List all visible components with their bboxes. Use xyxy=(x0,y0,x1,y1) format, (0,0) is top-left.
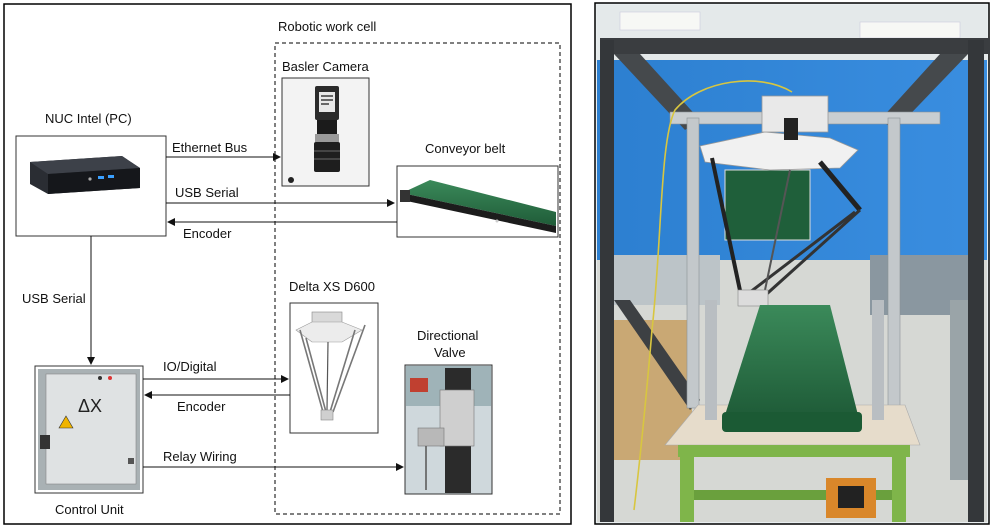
edge-usb-conveyor-label: USB Serial xyxy=(175,185,239,200)
diagram-panel: Robotic work cell NUC Intel (PC) Basler … xyxy=(4,4,571,524)
node-robot-label: Delta XS D600 xyxy=(289,279,375,294)
node-pc-label: NUC Intel (PC) xyxy=(45,111,132,126)
node-camera: Basler Camera xyxy=(282,59,369,186)
node-valve-label-2: Valve xyxy=(434,345,466,360)
edge-encoder-conveyor-label: Encoder xyxy=(183,226,232,241)
nuc-pc-image xyxy=(30,156,140,194)
control-cabinet-image: ΔX xyxy=(38,369,140,490)
edge-encoder-robot-label: Encoder xyxy=(177,399,226,414)
work-cell-label: Robotic work cell xyxy=(278,19,376,34)
node-valve-label-1: Directional xyxy=(417,328,479,343)
node-control-label: Control Unit xyxy=(55,502,124,517)
lab-photo xyxy=(595,3,990,524)
edge-usb-control-label: USB Serial xyxy=(22,291,86,306)
node-conveyor-label: Conveyor belt xyxy=(425,141,506,156)
edge-ethernet-label: Ethernet Bus xyxy=(172,140,248,155)
svg-text:ΔX: ΔX xyxy=(78,396,102,416)
edge-relay-label: Relay Wiring xyxy=(163,449,237,464)
edge-io-digital-label: IO/Digital xyxy=(163,359,217,374)
node-camera-label: Basler Camera xyxy=(282,59,369,74)
